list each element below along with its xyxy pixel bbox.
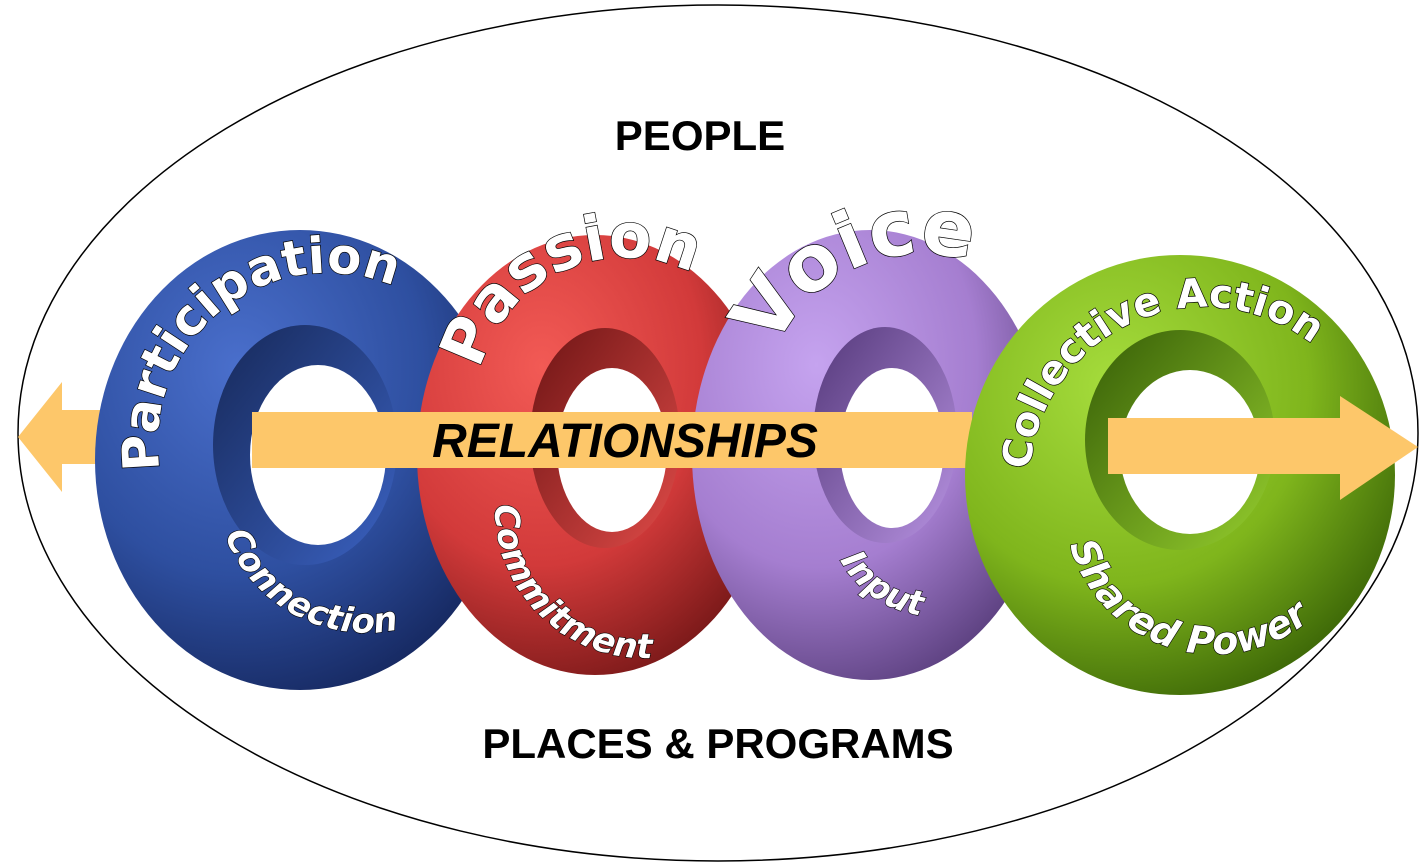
arrow-left-icon xyxy=(18,382,104,492)
relationships-arrow-body xyxy=(252,412,972,468)
arrow-right-icon xyxy=(1108,396,1418,500)
relationships-label: RELATIONSHIPS xyxy=(432,415,818,468)
people-label: PEOPLE xyxy=(615,112,785,159)
places-programs-label: PLACES & PROGRAMS xyxy=(482,720,953,767)
